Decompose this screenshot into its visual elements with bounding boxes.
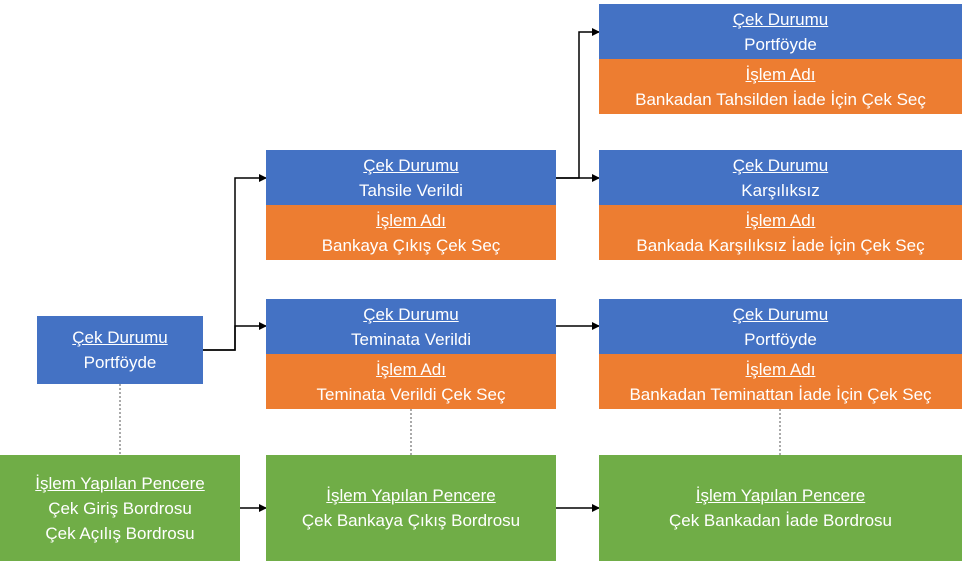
teminata-status-heading: Çek Durumu xyxy=(363,304,459,324)
karsiliksiz-status-box: Çek Durumu Karşılıksız xyxy=(599,150,962,205)
window-iade-box: İşlem Yapılan Pencere Çek Bankadan İade … xyxy=(599,455,962,561)
root-status-heading: Çek Durumu xyxy=(72,328,168,347)
teminat-iade-action-box: İşlem Adı Bankadan Teminattan İade İçin … xyxy=(599,354,962,409)
connector-root-to-teminata xyxy=(203,322,267,351)
tahsil-iade-action-value: Bankadan Tahsilden İade İçin Çek Seç xyxy=(635,89,926,109)
connector-tahsile-to-tahsil-iade xyxy=(556,28,600,179)
window-giris-line2: Çek Açılış Bordrosu xyxy=(45,523,195,543)
karsiliksiz-action-box: İşlem Adı Bankada Karşılıksız İade İçin … xyxy=(599,205,962,260)
teminata-status-box: Çek Durumu Teminata Verildi xyxy=(266,299,556,354)
tahsil-iade-action-box: İşlem Adı Bankadan Tahsilden İade İçin Ç… xyxy=(599,59,962,114)
teminata-action-heading: İşlem Adı xyxy=(376,359,446,379)
teminat-iade-action-value: Bankadan Teminattan İade İçin Çek Seç xyxy=(629,384,932,404)
window-cikis-line1: Çek Bankaya Çıkış Bordrosu xyxy=(301,511,521,530)
root-status-box: Çek Durumu Portföyde xyxy=(37,316,203,384)
tahsil-iade-status-heading: Çek Durumu xyxy=(732,9,829,29)
teminata-action-box: İşlem Adı Teminata Verildi Çek Seç xyxy=(266,354,556,409)
tahsile-status-box: Çek Durumu Tahsile Verildi xyxy=(266,150,556,205)
tahsil-iade-status-box: Çek Durumu Portföyde xyxy=(599,4,962,59)
tahsile-action-heading: İşlem Adı xyxy=(376,210,446,230)
karsiliksiz-action-heading: İşlem Adı xyxy=(745,210,816,230)
tahsile-status-heading: Çek Durumu xyxy=(363,155,459,175)
tahsil-iade-action-heading: İşlem Adı xyxy=(745,64,816,84)
teminat-iade-status-value: Portföyde xyxy=(744,329,817,349)
window-cikis-box: İşlem Yapılan Pencere Çek Bankaya Çıkış … xyxy=(266,455,556,561)
window-cikis-heading: İşlem Yapılan Pencere xyxy=(326,486,496,505)
window-giris-box: İşlem Yapılan Pencere Çek Giriş Bordrosu… xyxy=(0,455,240,561)
teminata-status-value: Teminata Verildi xyxy=(350,329,471,349)
tahsile-action-box: İşlem Adı Bankaya Çıkış Çek Seç xyxy=(266,205,556,260)
karsiliksiz-status-heading: Çek Durumu xyxy=(732,155,829,175)
teminata-action-value: Teminata Verildi Çek Seç xyxy=(316,384,506,404)
window-giris-line1: Çek Giriş Bordrosu xyxy=(48,498,192,518)
tahsile-action-value: Bankaya Çıkış Çek Seç xyxy=(321,235,501,255)
window-giris-heading: İşlem Yapılan Pencere xyxy=(35,473,205,493)
window-iade-line1: Çek Bankadan İade Bordrosu xyxy=(668,511,893,530)
karsiliksiz-status-value: Karşılıksız xyxy=(741,180,820,200)
connector-root-to-tahsile xyxy=(203,174,267,351)
root-status-value: Portföyde xyxy=(83,353,157,372)
teminat-iade-action-heading: İşlem Adı xyxy=(745,359,816,379)
teminat-iade-status-heading: Çek Durumu xyxy=(732,304,829,324)
tahsile-status-value: Tahsile Verildi xyxy=(359,180,463,200)
karsiliksiz-action-value: Bankada Karşılıksız İade İçin Çek Seç xyxy=(636,235,925,255)
teminat-iade-status-box: Çek Durumu Portföyde xyxy=(599,299,962,354)
tahsil-iade-status-value: Portföyde xyxy=(744,34,817,54)
window-iade-heading: İşlem Yapılan Pencere xyxy=(695,486,866,505)
